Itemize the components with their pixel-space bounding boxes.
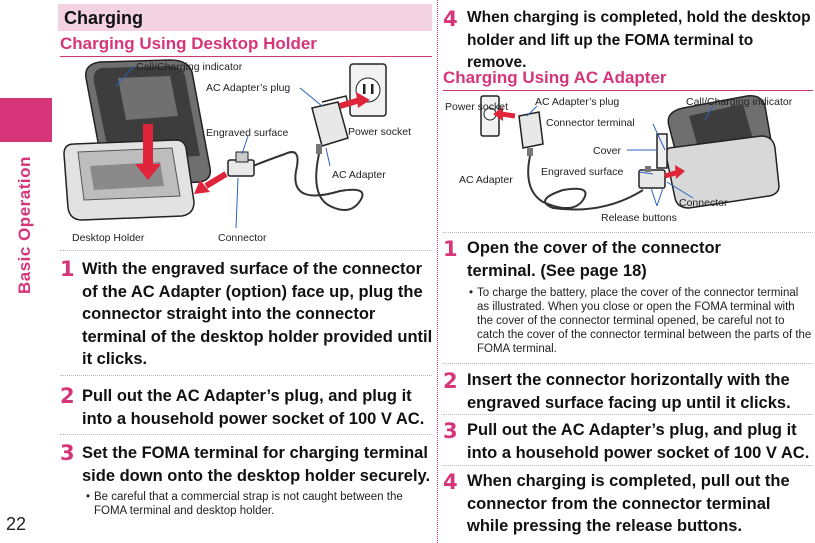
cover-flap-shape	[656, 133, 668, 169]
step-note: • To charge the battery, place the cover…	[469, 286, 813, 356]
right-arrow-icon	[675, 165, 685, 179]
step-text: Set the FOMA terminal for charging termi…	[82, 444, 431, 485]
power-socket-icon	[480, 95, 500, 137]
divider	[443, 232, 813, 233]
left-arrow-icon	[493, 107, 503, 121]
down-arrow-icon	[135, 124, 161, 180]
label-engraved-surface: Engraved surface	[206, 127, 288, 139]
label-cover: Cover	[593, 145, 622, 157]
column-divider	[437, 0, 438, 543]
step-text: Insert the connector horizontally with t…	[467, 371, 791, 412]
label-ac-adapter-plug: AC Adapter’s plug	[535, 96, 619, 108]
label-connector: Connector	[218, 232, 267, 244]
label-engraved-surface: Engraved surface	[541, 166, 623, 178]
step-number: 4	[443, 470, 458, 494]
section-tab-marker	[0, 98, 52, 142]
phone-illustration	[665, 94, 780, 209]
ac-adapter-illustration: Power socket AC Adapter’s plug Call/Char…	[445, 94, 793, 224]
step-number: 3	[443, 419, 458, 443]
subsection-title-ac-adapter: Charging Using AC Adapter	[443, 68, 813, 91]
step-number: 2	[60, 384, 75, 408]
step-number: 1	[60, 257, 75, 281]
page-number: 22	[6, 514, 27, 534]
label-call-charging-indicator: Call/Charging indicator	[136, 61, 243, 73]
step-number: 2	[443, 369, 458, 393]
label-release-buttons: Release buttons	[601, 212, 677, 224]
divider	[60, 375, 432, 376]
label-ac-adapter-plug: AC Adapter’s plug	[206, 82, 290, 94]
step-text: Pull out the AC Adapter’s plug, and plug…	[82, 387, 425, 428]
section-title: Charging	[58, 4, 432, 31]
ac-adapter-shape	[518, 111, 544, 156]
step-text: Pull out the AC Adapter’s plug, and plug…	[467, 421, 810, 462]
right-arrow-icon	[356, 92, 370, 108]
section-label: Basic Operation	[15, 156, 34, 294]
left-arrow-icon	[194, 180, 210, 194]
connector-shape	[227, 151, 255, 177]
divider	[443, 363, 813, 364]
desktop-holder-illustration: Call/Charging indicator AC Adapter’s plu…	[63, 59, 411, 244]
divider	[443, 414, 813, 415]
step-note: • Be careful that a commercial strap is …	[86, 490, 406, 518]
label-power-socket: Power socket	[348, 126, 411, 138]
label-call-charging-indicator: Call/Charging indicator	[686, 96, 793, 108]
subsection-title-desktop-holder: Charging Using Desktop Holder	[60, 34, 432, 57]
step-number: 4	[443, 7, 458, 31]
desktop-holder-shape	[63, 139, 195, 221]
step-text: With the engraved surface of the connect…	[82, 260, 433, 368]
bullet: •	[86, 491, 91, 503]
step-text: When charging is completed, hold the des…	[467, 9, 811, 71]
step-text: Open the cover of the connector terminal…	[467, 239, 721, 280]
divider	[60, 250, 432, 251]
step-number: 1	[443, 237, 458, 261]
label-ac-adapter: AC Adapter	[459, 174, 513, 186]
connector-shape	[638, 166, 666, 189]
label-desktop-holder: Desktop Holder	[72, 232, 145, 244]
label-power: Power socket	[445, 101, 508, 113]
note-text: To charge the battery, place the cover o…	[477, 287, 812, 355]
label-ac-adapter: AC Adapter	[332, 169, 386, 181]
power-socket-icon	[349, 63, 387, 117]
bullet: •	[469, 287, 474, 299]
note-text: Be careful that a commercial strap is no…	[94, 491, 403, 517]
step-number: 3	[60, 441, 75, 465]
label-connector-terminal: Connector terminal	[546, 117, 635, 129]
divider	[60, 434, 432, 435]
step-text: When charging is completed, pull out the…	[467, 472, 790, 535]
divider	[443, 465, 813, 466]
label-connector: Connector	[679, 197, 728, 209]
